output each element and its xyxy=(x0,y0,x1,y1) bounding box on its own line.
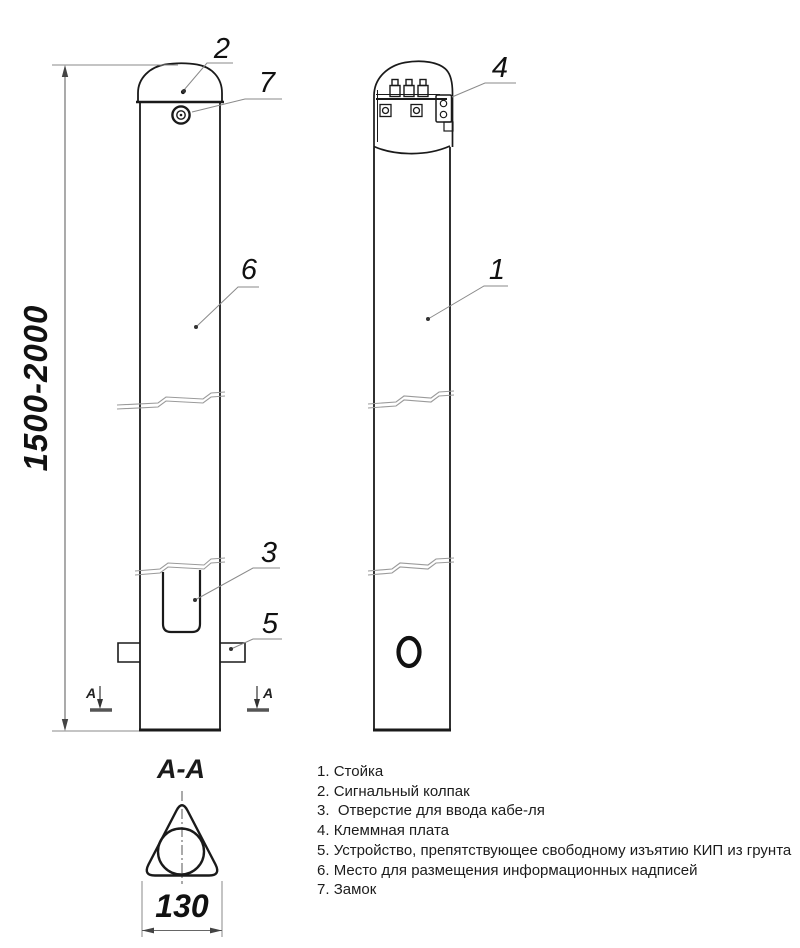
side-view xyxy=(367,60,455,732)
arrowhead-down xyxy=(61,719,69,731)
section-cut-marks xyxy=(90,686,269,712)
front-view xyxy=(116,62,246,732)
cap-outline xyxy=(373,60,454,148)
legend-item-label: Место для размещения информационных надп… xyxy=(333,861,698,879)
break-line-upper xyxy=(116,391,226,410)
legend-item: 4. Клеммная плата xyxy=(317,821,792,841)
callout-2-label: 2 xyxy=(213,33,231,65)
leader-2 xyxy=(183,62,233,91)
terminal-plate xyxy=(376,94,447,100)
legend-item-number: 2. xyxy=(317,782,330,800)
leader-7 xyxy=(191,98,282,113)
lock xyxy=(171,105,191,125)
callout-1-label: 1 xyxy=(488,254,506,286)
break-line-lower xyxy=(367,557,455,576)
cable-entry-slot xyxy=(161,570,202,634)
break-line-upper xyxy=(367,390,455,409)
leader-1 xyxy=(427,285,508,320)
legend-item-number: 7. xyxy=(317,881,330,899)
callout-3-label: 3 xyxy=(260,537,278,569)
terminal-screws xyxy=(389,78,429,98)
legend-item-label: Клеммная плата xyxy=(333,822,449,840)
arrowhead-left xyxy=(142,927,154,934)
legend-item-number: 3. xyxy=(317,802,330,820)
callout-4-label: 4 xyxy=(491,52,509,84)
legend-item-label: Отверстие для ввода кабе-ля xyxy=(333,802,545,820)
legend-item-number: 1. xyxy=(317,763,330,780)
leader-6 xyxy=(195,286,259,328)
legend-item-label: Стойка xyxy=(333,763,384,780)
terminal-bracket xyxy=(435,94,454,132)
legend-item: 5. Устройство, препятствующее свободному… xyxy=(317,841,792,861)
legend-item: 2. Сигнальный колпак xyxy=(317,782,792,802)
inscribed-circle xyxy=(156,827,206,876)
arrowhead-right xyxy=(210,927,222,934)
legend-item: 7. Замок xyxy=(317,880,792,900)
callout-7-label: 7 xyxy=(258,67,276,99)
legend-item-number: 5. xyxy=(317,841,330,859)
legend-item: 3. Отверстие для ввода кабе-ля xyxy=(317,801,792,821)
arrowhead-up xyxy=(61,65,69,77)
leader-dot-3 xyxy=(193,598,197,602)
legend-item-label: Сигнальный колпак xyxy=(333,782,470,800)
height-dimension xyxy=(52,64,178,732)
leader-dot-1 xyxy=(426,317,430,321)
break-line-lower xyxy=(134,557,226,576)
leader-3 xyxy=(194,567,280,601)
legend-item: 1. Стойка xyxy=(317,762,792,782)
leader-dot-6 xyxy=(194,325,198,329)
section-view xyxy=(141,791,223,937)
cap-bottom-curve xyxy=(373,145,451,155)
legend-item-label: Замок xyxy=(333,881,377,899)
callout-leaders xyxy=(182,62,516,651)
callout-6-label: 6 xyxy=(240,254,258,286)
section-title: A-A xyxy=(157,754,205,784)
plate-fasteners xyxy=(379,103,423,118)
callout-5-label: 5 xyxy=(261,608,279,640)
legend-item-number: 6. xyxy=(317,861,330,879)
anchor-hole xyxy=(396,635,422,669)
height-dimension-label: 1500-2000 xyxy=(17,304,54,472)
legend-item-number: 4. xyxy=(317,822,330,840)
leader-dot-2 xyxy=(182,89,186,93)
legend-item: 6. Место для размещения информационных н… xyxy=(317,861,792,881)
section-triangle xyxy=(145,804,219,877)
leader-4 xyxy=(451,82,516,98)
section-marker-right: A xyxy=(262,685,274,701)
leader-5 xyxy=(230,638,282,650)
legend-item-label: Устройство, препятствующее свободному из… xyxy=(333,841,792,859)
signal-cap xyxy=(137,62,223,102)
width-dimension-label: 130 xyxy=(155,888,209,924)
anchor-tab-right xyxy=(220,642,246,663)
legend: 1. Стойка 2. Сигнальный колпак 3. Отверс… xyxy=(317,762,792,900)
leader-dot-5 xyxy=(229,647,233,651)
anchor-tab-left xyxy=(117,642,140,663)
section-marker-left: A xyxy=(85,685,97,701)
